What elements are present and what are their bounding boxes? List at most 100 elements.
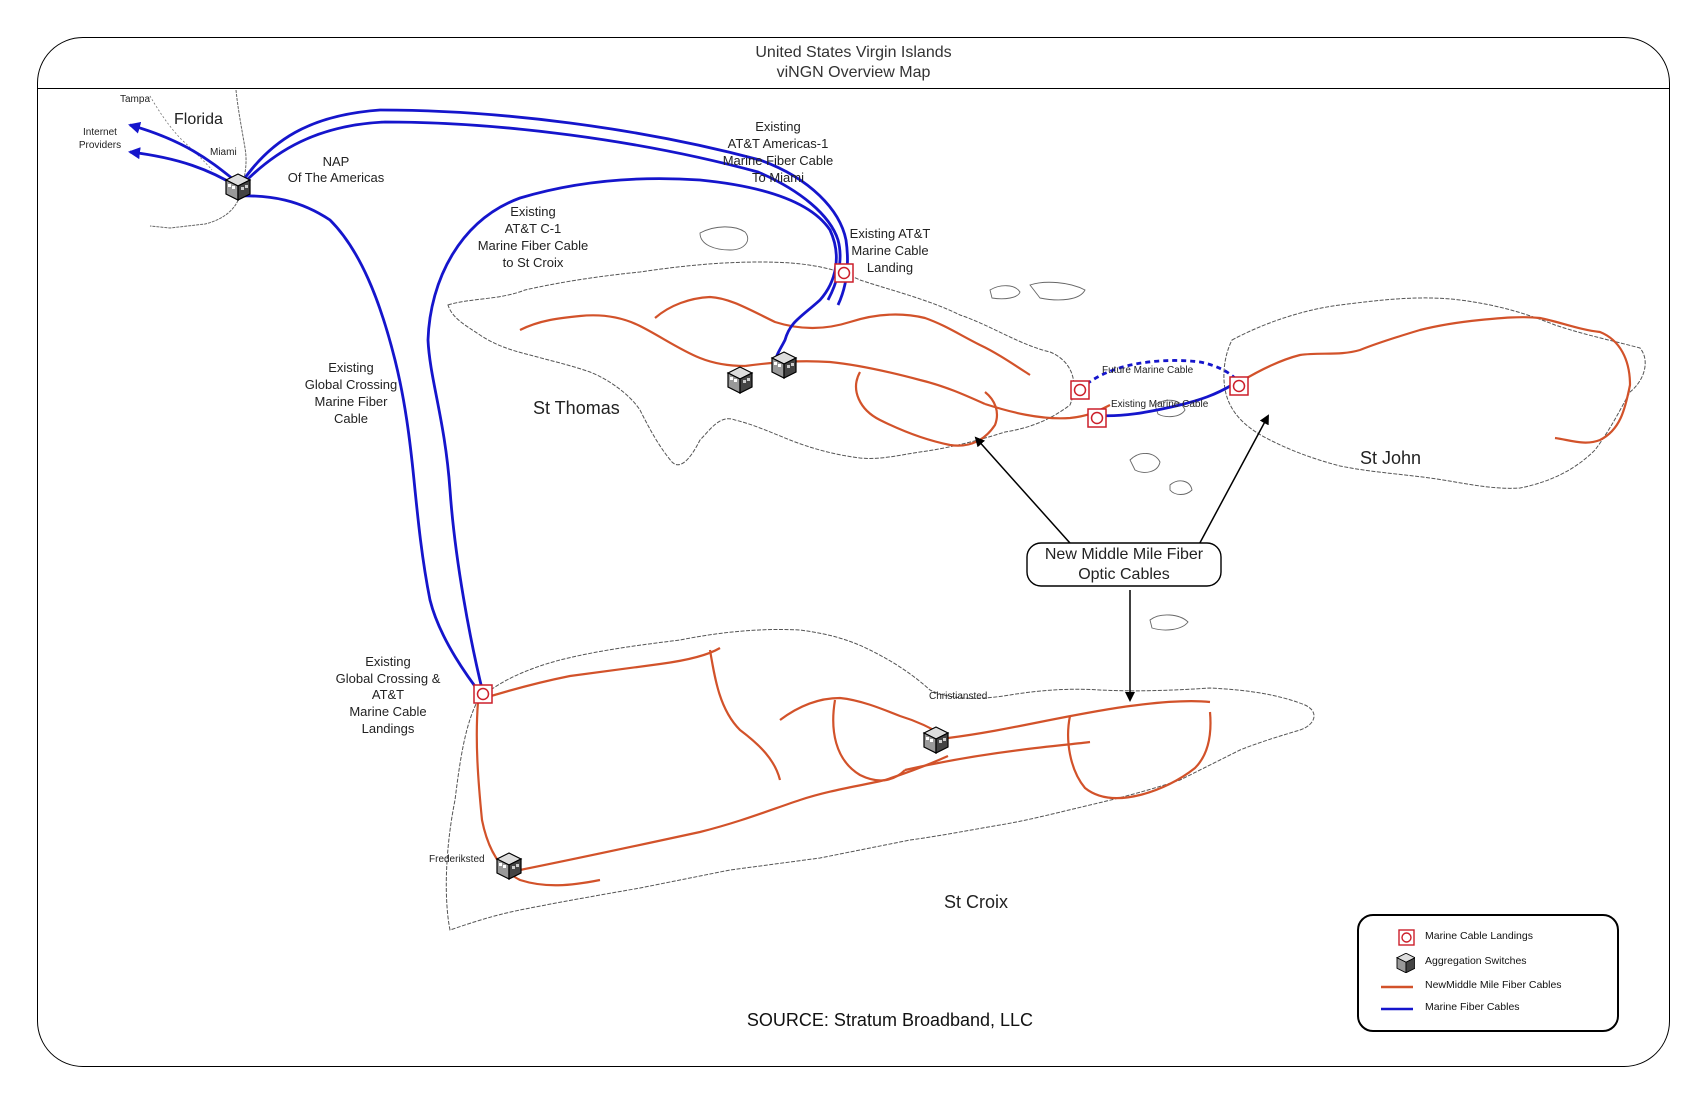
global-crossing-label-1: Existing (328, 360, 374, 375)
gc-landings-label-3: AT&T (372, 687, 404, 702)
gc-landings-label-5: Landings (362, 721, 415, 736)
nap-label-1: NAP (323, 154, 350, 169)
legend-label: Aggregation Switches (1425, 955, 1527, 967)
switch-icon (923, 726, 949, 754)
cay-5 (1154, 399, 1186, 418)
florida-west-coast (149, 95, 213, 171)
future-marine-cable (1079, 359, 1242, 391)
internet-providers-label-1: Internet (83, 127, 117, 138)
landing-icon (834, 263, 854, 283)
st-john-coastline (1223, 297, 1646, 489)
middle-mile-fiber-network (475, 295, 1632, 887)
landing-icon (1379, 928, 1415, 948)
st-croix-fiber-north-west (477, 647, 721, 702)
att-landing-label-3: Landing (867, 260, 913, 275)
att-c1-label-2: AT&T C-1 (505, 221, 562, 236)
st-croix-coastline (445, 628, 1315, 931)
map-title: United States Virgin Islands (755, 44, 952, 61)
att-c1-label-3: Marine Fiber Cable (478, 238, 589, 253)
tampa-label: Tampa (120, 94, 150, 105)
legend-item-landings: Marine Cable Landings (1359, 928, 1617, 948)
st-croix-label: St Croix (944, 892, 1008, 912)
frederiksted-label: Frederiksted (429, 854, 485, 865)
florida-label: Florida (174, 111, 223, 128)
st-croix-fiber-northwest-branch (708, 649, 782, 781)
miami-label: Miami (210, 147, 237, 158)
st-thomas-fiber-west (519, 314, 746, 368)
cable-landings (473, 263, 1249, 704)
gc-landings-label-1: Existing (365, 654, 411, 669)
orange-line-icon (1379, 977, 1415, 997)
global-crossing-label-3: Marine Fiber (315, 394, 389, 409)
marine-fiber-cables (128, 108, 1233, 698)
legend-item-switches: Aggregation Switches (1359, 952, 1617, 974)
st-croix-fiber-center-loop (832, 699, 906, 782)
callout-arrow-st-thomas (974, 436, 1079, 553)
cay-3 (1129, 453, 1161, 473)
st-thomas-st-john-existing (1091, 383, 1233, 418)
legend-item-fiber: NewMiddle Mile Fiber Cables (1359, 977, 1617, 997)
global-crossing-label-4: Cable (334, 411, 368, 426)
st-croix-fiber-south (904, 740, 1091, 772)
st-croix-fiber-east (947, 700, 1211, 740)
att-americas-label-3: Marine Fiber Cable (723, 153, 834, 168)
switch-icon (727, 366, 753, 394)
switch-icon (1379, 952, 1417, 974)
att-americas-label-1: Existing (755, 119, 801, 134)
att-americas-label-4: To Miami (752, 170, 804, 185)
map-labels: Tampa Florida Miami Internet Providers N… (79, 94, 1421, 912)
legend-label: Marine Cable Landings (1425, 930, 1533, 942)
global-crossing-cable (239, 194, 485, 698)
callout-arrows (974, 414, 1269, 702)
callout-label-1: New Middle Mile Fiber (1045, 546, 1204, 563)
switch-icon (496, 852, 522, 880)
st-croix-fiber-main (519, 754, 949, 872)
source-credit: SOURCE: Stratum Broadband, LLC (746, 1010, 1034, 1030)
landing-icon (1070, 380, 1090, 400)
cay-1 (989, 285, 1021, 300)
st-thomas-label: St Thomas (533, 398, 620, 418)
global-crossing-label-2: Global Crossing (305, 377, 398, 392)
map-subtitle: viNGN Overview Map (776, 64, 931, 81)
st-croix-fiber-center (779, 696, 949, 739)
st-john-fiber (1239, 316, 1632, 444)
st-croix-fiber-west-loop (475, 701, 601, 887)
nap-label-2: Of The Americas (288, 170, 385, 185)
att-americas-1-cable-b (238, 120, 842, 301)
landing-icon (473, 684, 493, 704)
christiansted-label: Christiansted (929, 691, 987, 702)
landing-icon (1229, 376, 1249, 396)
att-landing-label-2: Marine Cable (851, 243, 928, 258)
switch-icon (771, 351, 797, 379)
callout-arrow-st-john (1194, 414, 1269, 553)
st-thomas-fiber-loop-north (654, 295, 1031, 376)
callout-label-2: Optic Cables (1078, 566, 1170, 583)
legend-label: Marine Fiber Cables (1425, 1001, 1520, 1013)
miami-to-internet-providers-1 (128, 121, 239, 185)
st-croix-fiber-east-loop (1067, 711, 1212, 800)
att-americas-1-cable (238, 108, 849, 306)
landing-icon (1087, 408, 1107, 428)
att-landing-label-1: Existing AT&T (850, 226, 931, 241)
blue-line-icon (1379, 999, 1415, 1019)
callout-box (1026, 542, 1222, 587)
legend-item-marine: Marine Fiber Cables (1359, 999, 1617, 1019)
st-thomas-coastline (447, 261, 1075, 466)
att-c1-cable (426, 177, 838, 694)
att-c1-label-4: to St Croix (503, 255, 564, 270)
legend-label: NewMiddle Mile Fiber Cables (1425, 979, 1562, 991)
switch-icon (225, 173, 251, 201)
gc-landings-label-4: Marine Cable (349, 704, 426, 719)
existing-cable-label: Existing Marine Cable (1111, 399, 1209, 410)
title-bar: United States Virgin Islands viNGN Overv… (38, 38, 1669, 89)
legend: Marine Cable Landings Aggregation Switch… (1357, 914, 1619, 1032)
cay-2 (1029, 281, 1086, 301)
st-john-label: St John (1360, 448, 1421, 468)
gc-landings-label-2: Global Crossing & (336, 671, 441, 686)
hassel-island (699, 226, 749, 251)
buck-island (1149, 614, 1189, 631)
att-americas-label-2: AT&T Americas-1 (728, 136, 829, 151)
cay-4 (1169, 480, 1193, 495)
att-c1-label-1: Existing (510, 204, 556, 219)
